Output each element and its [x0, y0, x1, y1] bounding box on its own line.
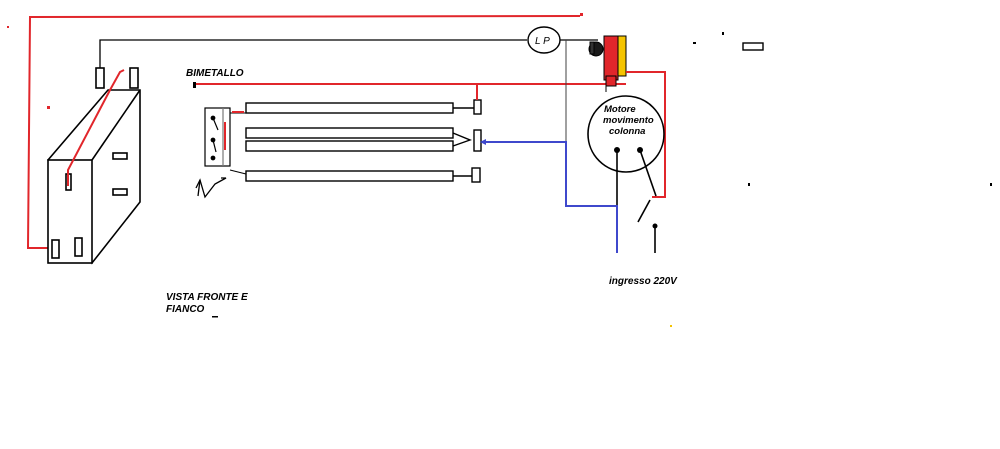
view-label-line2: FIANCO: [166, 304, 205, 315]
heating-terminal-2: [473, 129, 482, 152]
heating-element-2: [245, 127, 482, 152]
bimetal-wire-links: [229, 112, 247, 175]
bimetal-wire-end-cap: [193, 82, 196, 88]
pilot-lamp: L P: [527, 26, 561, 54]
element-red-wire: [232, 84, 478, 113]
bimetal-red-wire: [195, 83, 626, 150]
blue-wire-arrowhead: [480, 139, 486, 145]
column-motor: Motore movimento colonna: [587, 95, 665, 173]
box-terminal-top-right: [129, 67, 139, 89]
heating-terminal-1: [473, 99, 482, 115]
view-label-line1: VISTA FRONTE E: [166, 292, 248, 303]
motor-black-leads: [616, 149, 657, 253]
box-inner-red-wire: [67, 69, 125, 186]
red-wire-dots: [7, 13, 583, 109]
rotary-switch: [588, 35, 627, 92]
heating-element-1: [245, 99, 482, 115]
input-220v-label: ingresso 220V: [609, 276, 678, 287]
motor-label-line2: movimento: [603, 115, 654, 126]
motor-label-line3: colonna: [609, 126, 645, 137]
motor-label-line1: Motore: [604, 104, 636, 115]
red-outer-wire: [26, 15, 581, 249]
hand-drawn-arrow: [195, 177, 227, 199]
blue-wire: [483, 141, 618, 253]
stray-marks: [212, 32, 992, 318]
heating-terminal-3: [471, 167, 481, 183]
heating-element-3: [245, 167, 481, 183]
bimetal-thermostat: [204, 107, 231, 167]
black-top-wire: [99, 39, 598, 68]
bimetallo-label: BIMETALLO: [186, 68, 244, 79]
box-terminal-side-2: [112, 188, 128, 196]
pilot-lamp-label: L P: [535, 36, 550, 47]
stray-rectangle: [742, 42, 764, 51]
box-front-side-view: [47, 67, 141, 265]
box-terminal-top-left: [95, 67, 105, 89]
input-pin-right: [652, 223, 658, 229]
box-terminal-side-1: [112, 152, 128, 160]
box-terminal-front-3: [74, 237, 83, 257]
box-terminal-front-2: [51, 239, 60, 259]
stray-yellow-dot: [670, 325, 672, 327]
switch-red-wire: [626, 71, 666, 198]
